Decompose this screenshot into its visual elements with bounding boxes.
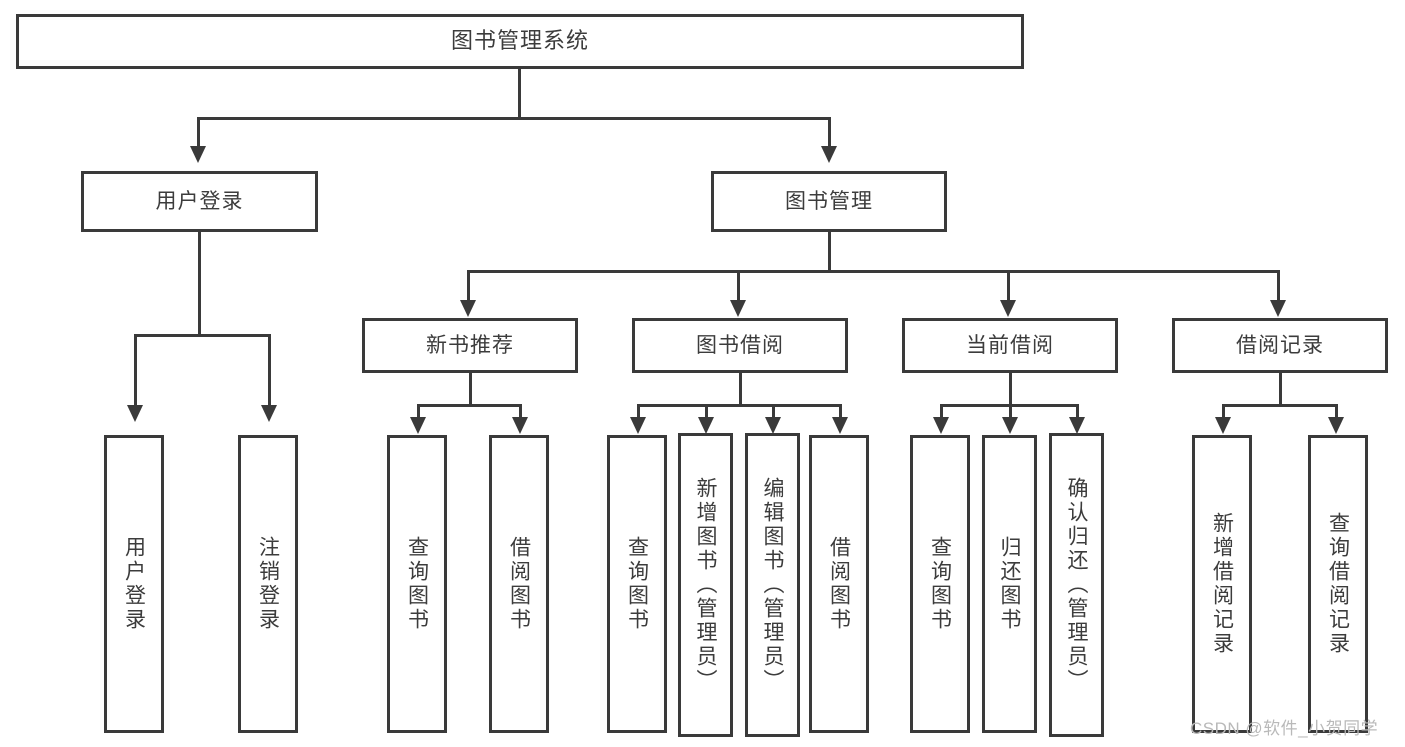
connector-root-stem	[518, 69, 521, 117]
connector-current-borrow-drop-1	[940, 404, 943, 420]
arrowhead-leaf-edit-book	[765, 417, 781, 434]
connector-book-mgmt-drop-4	[1277, 270, 1280, 302]
connector-new-book-stem	[469, 373, 472, 406]
arrowhead-leaf-add-book	[698, 417, 714, 434]
node-borrow-record: 借阅记录	[1172, 318, 1388, 373]
arrowhead-leaf-add-record	[1215, 417, 1231, 434]
node-root-system: 图书管理系统	[16, 14, 1024, 69]
arrowhead-leaf-query-record	[1328, 417, 1344, 434]
arrowhead-leaf-return-book	[1002, 417, 1018, 434]
connector-book-mgmt-bus	[467, 270, 1280, 273]
arrowhead-leaf-user-login	[127, 405, 143, 422]
node-new-book-recommend: 新书推荐	[362, 318, 578, 373]
connector-new-book-drop-1	[417, 404, 420, 420]
arrowhead-new-book-recommend	[460, 300, 476, 317]
connector-current-borrow-drop-3	[1076, 404, 1079, 420]
connector-book-mgmt-stem	[828, 232, 831, 273]
arrowhead-leaf-query-book-3	[933, 417, 949, 434]
connector-current-borrow-stem	[1009, 373, 1012, 406]
arrowhead-borrow-record	[1270, 300, 1286, 317]
connector-root-bus	[197, 117, 831, 120]
leaf-query-book-borrow: 查询图书	[607, 435, 667, 733]
node-book-borrow: 图书借阅	[632, 318, 848, 373]
connector-user-login-drop-2	[268, 334, 271, 407]
connector-borrow-record-stem	[1279, 373, 1282, 406]
arrowhead-leaf-borrow-book-2	[832, 417, 848, 434]
leaf-borrow-book-recommend: 借阅图书	[489, 435, 549, 733]
leaf-edit-book-admin: 编辑图书（管理员）	[745, 433, 800, 737]
node-user-login: 用户登录	[81, 171, 318, 232]
connector-book-mgmt-drop-3	[1007, 270, 1010, 302]
connector-current-borrow-drop-2	[1009, 404, 1012, 420]
arrowhead-leaf-query-book-2	[630, 417, 646, 434]
leaf-confirm-return-admin: 确认归还（管理员）	[1049, 433, 1104, 737]
connector-book-borrow-bus	[637, 404, 841, 407]
arrowhead-user-login	[190, 146, 206, 163]
arrowhead-leaf-borrow-book-1	[512, 417, 528, 434]
leaf-logout: 注销登录	[238, 435, 298, 733]
node-current-borrow: 当前借阅	[902, 318, 1118, 373]
leaf-borrow-book: 借阅图书	[809, 435, 869, 733]
leaf-add-borrow-record: 新增借阅记录	[1192, 435, 1252, 733]
connector-book-borrow-drop-3	[772, 404, 775, 420]
connector-new-book-drop-2	[519, 404, 522, 420]
arrowhead-book-mgmt	[821, 146, 837, 163]
connector-user-login-drop-1	[134, 334, 137, 407]
connector-book-mgmt-drop-2	[737, 270, 740, 302]
arrowhead-book-borrow	[730, 300, 746, 317]
arrowhead-leaf-query-book-1	[410, 417, 426, 434]
connector-root-to-user-login	[197, 117, 200, 148]
connector-borrow-record-drop-2	[1335, 404, 1338, 420]
connector-borrow-record-bus	[1222, 404, 1338, 407]
connector-root-to-book-mgmt	[828, 117, 831, 148]
connector-new-book-bus	[417, 404, 522, 407]
connector-book-mgmt-drop-1	[467, 270, 470, 302]
node-book-management: 图书管理	[711, 171, 947, 232]
connector-book-borrow-drop-2	[705, 404, 708, 420]
connector-user-login-stem	[198, 232, 201, 336]
connector-book-borrow-drop-4	[839, 404, 842, 420]
arrowhead-leaf-logout	[261, 405, 277, 422]
leaf-user-login: 用户登录	[104, 435, 164, 733]
leaf-add-book-admin: 新增图书（管理员）	[678, 433, 733, 737]
connector-book-borrow-stem	[739, 373, 742, 406]
leaf-query-book-recommend: 查询图书	[387, 435, 447, 733]
connector-user-login-bus	[134, 334, 271, 337]
connector-borrow-record-drop-1	[1222, 404, 1225, 420]
leaf-query-book-current: 查询图书	[910, 435, 970, 733]
arrowhead-current-borrow	[1000, 300, 1016, 317]
leaf-query-borrow-record: 查询借阅记录	[1308, 435, 1368, 733]
arrowhead-leaf-confirm-return	[1069, 417, 1085, 434]
connector-book-borrow-drop-1	[637, 404, 640, 420]
leaf-return-book: 归还图书	[982, 435, 1037, 733]
